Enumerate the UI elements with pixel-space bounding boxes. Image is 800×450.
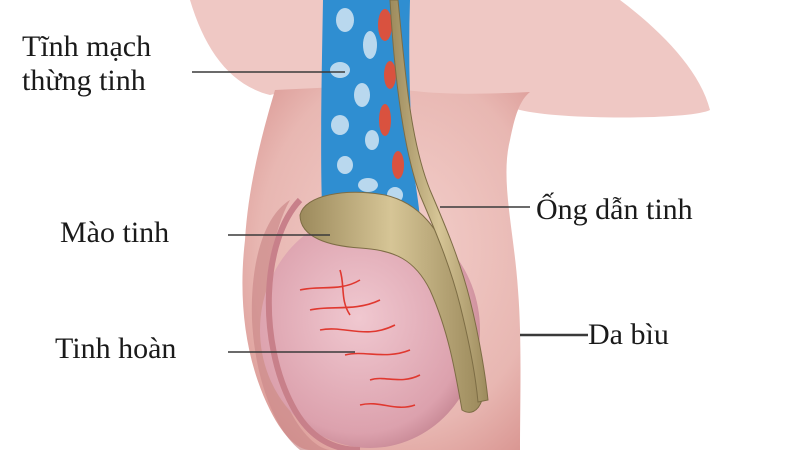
label-testis: Tinh hoàn <box>55 332 177 365</box>
vein-gaps <box>330 8 403 203</box>
label-spermatic-vein-line1: Tĩnh mạch <box>22 30 152 63</box>
label-vas-deferens: Ống dẫn tinh <box>536 193 693 226</box>
label-scrotum: Da bìu <box>588 318 669 351</box>
label-spermatic-vein: Tĩnh mạch thừng tinh <box>22 30 151 98</box>
tunica-rim <box>265 197 361 450</box>
arteries <box>378 9 404 179</box>
scrotum-inner-layer <box>251 200 330 450</box>
label-epididymis: Mào tinh <box>60 216 170 249</box>
testis-vessels <box>299 269 421 409</box>
label-spermatic-vein-line2: thừng tinh <box>22 64 146 97</box>
epididymis <box>299 191 483 413</box>
vas-deferens <box>389 0 489 403</box>
leader-lines <box>192 71 588 353</box>
